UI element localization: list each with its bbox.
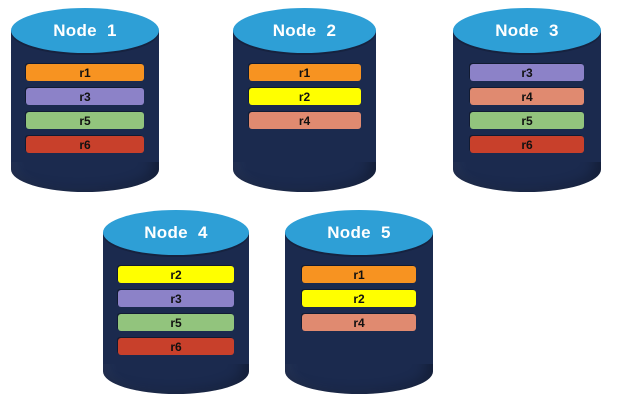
replica-r5[interactable]: r5 (26, 112, 144, 129)
replica-r1[interactable]: r1 (302, 266, 416, 283)
node-1-replica-list: r1 r3 r5 r6 (11, 64, 159, 153)
replica-r2[interactable]: r2 (302, 290, 416, 307)
replica-r4[interactable]: r4 (302, 314, 416, 331)
replica-r6[interactable]: r6 (26, 136, 144, 153)
node-5-cylinder-top (285, 210, 433, 255)
node-5-replica-list: r1 r2 r4 (285, 266, 433, 331)
replica-r2[interactable]: r2 (248, 88, 361, 105)
node-3-replica-list: r3 r4 r5 r6 (453, 64, 601, 153)
node-1-cylinder-top (11, 8, 159, 53)
replica-r3[interactable]: r3 (26, 88, 144, 105)
node-4-replica-list: r2 r3 r5 r6 (103, 266, 249, 355)
replica-r6[interactable]: r6 (470, 136, 584, 153)
replica-r2[interactable]: r2 (118, 266, 234, 283)
replica-r5[interactable]: r5 (118, 314, 234, 331)
node-2-replica-list: r1 r2 r4 (233, 64, 376, 129)
replica-r5[interactable]: r5 (470, 112, 584, 129)
replica-r4[interactable]: r4 (470, 88, 584, 105)
node-2-cylinder-top (233, 8, 376, 53)
replica-r1[interactable]: r1 (248, 64, 361, 81)
replica-r3[interactable]: r3 (118, 290, 234, 307)
replica-r6[interactable]: r6 (118, 338, 234, 355)
replica-r3[interactable]: r3 (470, 64, 584, 81)
replica-r4[interactable]: r4 (248, 112, 361, 129)
node-4-cylinder-top (103, 210, 249, 255)
replica-r1[interactable]: r1 (26, 64, 144, 81)
node-3-cylinder-top (453, 8, 601, 53)
